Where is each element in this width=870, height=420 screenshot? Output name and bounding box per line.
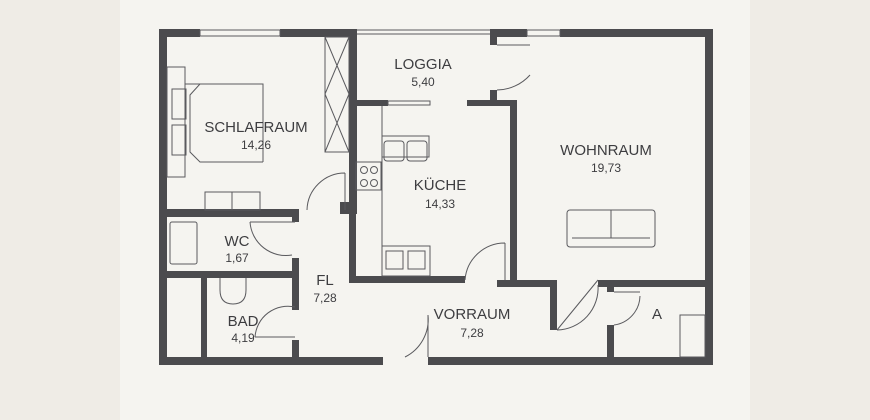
bed	[166, 66, 186, 178]
room-name-fl: FL	[316, 272, 334, 289]
room-name-abstell: A	[652, 306, 662, 323]
room-name-bad: BAD	[228, 313, 259, 330]
toilet	[219, 278, 247, 305]
room-area-vorraum: 7,28	[460, 326, 484, 340]
room-name-schlafraum: SCHLAFRAUM	[204, 119, 307, 136]
room-name-vorraum: VORRAUM	[434, 306, 511, 323]
room-labels: SCHLAFRAUM 14,26 LOGGIA 5,40 KÜCHE 14,33…	[204, 56, 662, 345]
doors	[249, 44, 641, 358]
room-name-wohnraum: WOHNRAUM	[560, 142, 652, 159]
room-area-kueche: 14,33	[425, 197, 455, 211]
sink	[381, 245, 431, 277]
windows	[199, 29, 561, 106]
furniture	[166, 36, 706, 358]
room-name-loggia: LOGGIA	[394, 56, 452, 73]
room-area-bad: 4,19	[231, 331, 255, 345]
room-area-wc: 1,67	[225, 251, 249, 265]
room-area-wohnraum: 19,73	[591, 161, 621, 175]
room-area-schlafraum: 14,26	[241, 138, 271, 152]
room-name-kueche: KÜCHE	[414, 176, 467, 194]
walls	[159, 29, 713, 365]
stove	[355, 161, 382, 191]
room-name-wc: WC	[225, 233, 250, 250]
room-area-fl: 7,28	[313, 291, 337, 305]
room-area-loggia: 5,40	[411, 75, 435, 89]
shower	[169, 221, 198, 265]
